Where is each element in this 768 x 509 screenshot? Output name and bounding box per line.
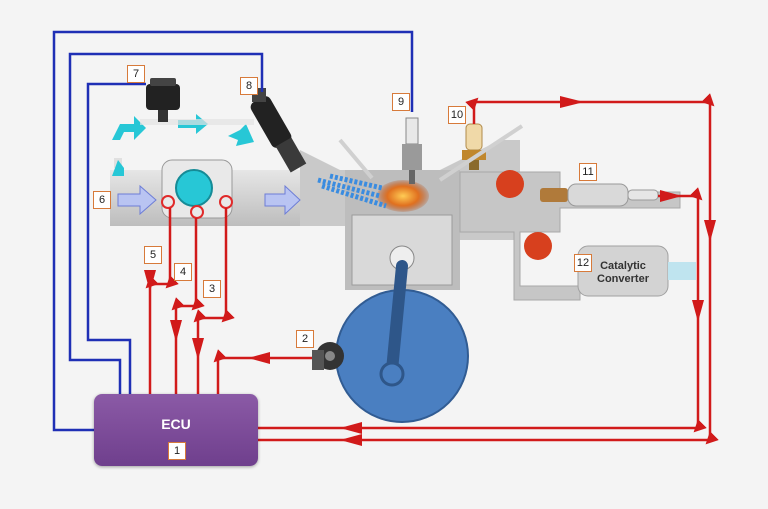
callout-3: 3 [203,280,221,298]
iac-connector [150,78,176,86]
o2-base [540,188,568,202]
crankshaft-disk [336,290,468,422]
callout-8: 8 [240,77,258,95]
wire-crank-sensor [213,349,312,394]
idle-air-control-valve [146,78,180,122]
connecting-rod [386,260,408,376]
fuel-spray [317,173,387,209]
wire-sensor-3 [193,208,235,394]
blue-signal-wires [52,30,414,432]
exhaust-burst-1 [496,170,524,198]
callout-12: 12 [574,254,592,272]
arrow-coolant-ecu [340,434,362,446]
wire-coolant-sensor [258,93,719,445]
crankshaft-position-sensor [312,342,344,370]
plug-hex [402,144,422,170]
wire-spark-plug [52,30,414,432]
callout-5: 5 [144,246,162,264]
sensor-port-5 [161,195,175,209]
injector-body [250,96,292,148]
iac-stem [158,110,168,122]
arrow-sensor-4 [170,320,182,342]
wire-idle-valve [86,82,146,394]
arrow-o2-down [692,300,704,322]
intake-air-arrow [117,184,157,216]
bypass-arrow-1 [112,116,146,140]
arrow-coolant-down [704,220,716,242]
wire-fuel-injector [68,52,264,394]
arrow-sensor-5 [144,270,156,292]
iac-body [146,84,180,110]
crank-pin [379,361,405,387]
intake-air-arrow-2 [264,184,301,216]
intake-valve [338,138,374,180]
cts-body [465,123,483,151]
wire-sensor-5 [145,208,179,394]
callout-11: 11 [579,163,597,181]
arrow-o2 [660,190,682,202]
catalytic-converter-label: Catalytic Converter [586,260,660,286]
plug-insulator [405,117,419,145]
cps-tip [325,351,335,361]
catalytic-label-line2: Converter [597,273,649,285]
exhaust-burst-2 [524,232,552,260]
cps-mount [312,350,324,370]
o2-body [567,183,629,207]
clean-exhaust [668,262,696,280]
throttle-body [161,159,233,219]
arrow-crank [248,352,270,364]
throttle-plate [175,169,213,207]
callout-2: 2 [296,330,314,348]
spark-plug [402,117,422,184]
callout-10: 10 [448,106,466,124]
callout-6: 6 [93,191,111,209]
o2-tail [627,189,659,201]
callout-7: 7 [127,65,145,83]
wire-sensor-4 [171,218,205,394]
bypass-arrow-up [112,160,124,176]
arrow-o2-ecu [340,422,362,434]
callout-9: 9 [392,93,410,111]
callout-1: 1 [168,442,186,460]
arrow-sensor-3 [192,338,204,360]
arrow-coolant-top [560,96,584,108]
ecu-label: ECU [161,416,191,432]
combustion-flame [377,180,429,212]
catalytic-label-line1: Catalytic [600,260,646,272]
injector-nozzle [275,137,307,173]
fuel-injector [250,88,307,173]
plug-electrode [409,170,415,184]
bypass-arrow-3 [228,124,254,146]
callout-4: 4 [174,263,192,281]
